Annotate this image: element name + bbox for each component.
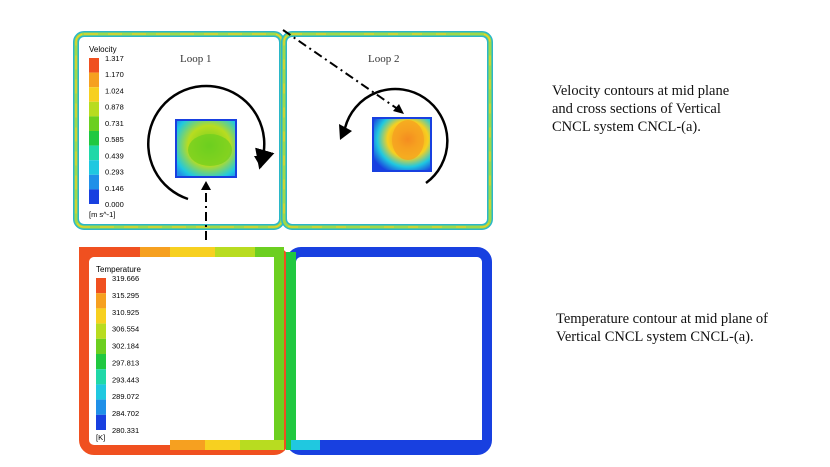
loop1-rotation-arrow: [147, 84, 275, 201]
velocity-legend-swatch: [89, 145, 99, 161]
temperature-legend-swatch: [96, 369, 106, 385]
temperature-legend-tick-label: 293.443: [112, 375, 139, 384]
loop2-label: Loop 2: [368, 53, 399, 65]
temperature-legend-tick-label: 306.554: [112, 325, 139, 334]
temperature-legend-tick-label: 310.925: [112, 308, 139, 317]
loop2-cross-section-core: [392, 120, 424, 160]
velocity-legend-units: [m s^-1]: [89, 210, 115, 219]
temperature-legend-swatch: [96, 384, 106, 400]
velocity-caption-line: CNCL system CNCL-(a).: [552, 119, 701, 135]
loop1-label: Loop 1: [180, 53, 211, 65]
temperature-caption: Temperature contour at mid plane of Vert…: [556, 310, 801, 346]
velocity-legend-title: Velocity: [89, 45, 117, 54]
velocity-legend-swatch: [89, 101, 99, 117]
temperature-legend-tick-label: 284.702: [112, 409, 139, 418]
loop1-arrowhead: [254, 156, 268, 168]
temperature-legend-swatch: [96, 323, 106, 339]
velocity-legend-tick-label: 0.585: [105, 135, 124, 144]
velocity-legend-swatch: [89, 116, 99, 131]
pointer-arrowhead-loop1: [201, 181, 211, 190]
velocity-legend-tick-label: 1.024: [105, 86, 124, 95]
velocity-legend-swatch: [89, 72, 99, 88]
loop1-cross-section-core: [188, 134, 232, 166]
velocity-legend: Velocity 1.317 1.170 1.024 0.878 0.731 0.585 0…: [89, 45, 124, 219]
temperature-legend-swatch: [96, 308, 106, 324]
velocity-legend-swatch: [89, 58, 99, 73]
temperature-loop1-frame: [79, 247, 289, 455]
velocity-legend-tick-label: 0.000: [105, 200, 124, 209]
temperature-legend-tick-label: 289.072: [112, 392, 139, 401]
loop2-rotation-arrow: [343, 87, 449, 185]
velocity-legend-swatch: [89, 174, 99, 190]
velocity-legend-tick-label: 1.170: [105, 70, 124, 79]
velocity-legend-swatch: [89, 131, 99, 146]
pointer-arrowhead-loop2: [393, 104, 404, 114]
velocity-legend-swatch: [89, 189, 99, 204]
velocity-legend-swatch: [89, 160, 99, 175]
velocity-legend-tick-label: 0.878: [105, 103, 124, 112]
temperature-legend-swatch: [96, 278, 106, 294]
velocity-caption: Velocity contours at mid plane and cross…: [552, 82, 770, 136]
temperature-legend-tick-label: 302.184: [112, 342, 139, 351]
temperature-legend-swatch: [96, 293, 106, 309]
temperature-legend-swatch: [96, 354, 106, 370]
temperature-legend: Temperature 319.666 315.295 310.925 306.554…: [96, 265, 141, 442]
temperature-legend-swatch: [96, 414, 106, 430]
temperature-legend-title: Temperature: [96, 265, 141, 274]
temperature-loop2-frame: [286, 247, 492, 455]
velocity-legend-tick-label: 0.293: [105, 168, 124, 177]
velocity-legend-tick-label: 0.439: [105, 151, 124, 160]
temperature-legend-tick-label: 315.295: [112, 291, 139, 300]
temperature-legend-tick-label: 280.331: [112, 426, 139, 435]
velocity-caption-line: Velocity contours at mid plane: [552, 83, 730, 99]
temperature-caption-line: Vertical CNCL system CNCL-(a).: [556, 329, 754, 345]
temperature-caption-line: Temperature contour at mid plane of: [556, 311, 768, 327]
temperature-legend-tick-label: 297.813: [112, 358, 139, 367]
temperature-legend-units: [K]: [96, 433, 105, 442]
velocity-legend-tick-label: 1.317: [105, 54, 124, 63]
temperature-legend-swatch: [96, 399, 106, 415]
temperature-legend-swatch: [96, 338, 106, 354]
velocity-legend-tick-label: 0.731: [105, 119, 124, 128]
pointer-line-loop2: [282, 29, 403, 113]
velocity-legend-swatch: [89, 87, 99, 102]
velocity-caption-line: and cross sections of Vertical: [552, 101, 721, 117]
loop2-arrowhead: [339, 124, 352, 140]
velocity-legend-tick-label: 0.146: [105, 184, 124, 193]
temperature-legend-tick-label: 319.666: [112, 274, 139, 283]
